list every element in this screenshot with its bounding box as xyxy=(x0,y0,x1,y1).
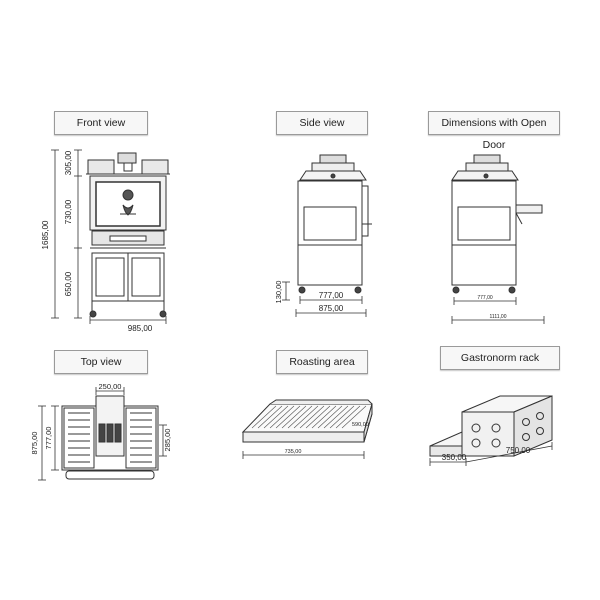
grill-bars xyxy=(251,405,367,429)
front-dim-650: 650,00 xyxy=(64,271,73,296)
top-dim-250: 250,00 xyxy=(99,382,122,391)
open-dim-1111: 1111,00 xyxy=(490,314,507,320)
side-view-label: Side view xyxy=(276,111,368,135)
roast-dim-590: 590,00 xyxy=(352,422,369,428)
roast-dim-735: 735,00 xyxy=(285,449,302,455)
open-dim-777: 777,00 xyxy=(477,295,493,301)
top-dim-285: 285,00 xyxy=(163,429,172,452)
side-dim-875: 875,00 xyxy=(319,304,344,313)
front-dim-305: 305,00 xyxy=(64,150,73,175)
front-view-label: Front view xyxy=(54,111,148,135)
front-dim-1685: 1685,00 xyxy=(41,220,50,249)
open-door-label: Dimensions with Open Door xyxy=(428,111,560,151)
top-dim-777: 777,00 xyxy=(44,427,53,450)
side-dim-130: 130,00 xyxy=(274,281,283,304)
front-dim-985: 985,00 xyxy=(128,324,153,333)
top-dim-875: 875,00 xyxy=(30,432,39,455)
rack-dim-350: 350,00 xyxy=(442,453,467,462)
gastronorm-rack-label: Gastronorm rack xyxy=(440,346,560,370)
top-view-label: Top view xyxy=(54,350,148,374)
front-dim-730: 730,00 xyxy=(64,199,73,224)
side-dim-777: 777,00 xyxy=(319,291,344,300)
rack-dim-750: 750,00 xyxy=(506,446,531,455)
roasting-area-label: Roasting area xyxy=(276,350,368,374)
